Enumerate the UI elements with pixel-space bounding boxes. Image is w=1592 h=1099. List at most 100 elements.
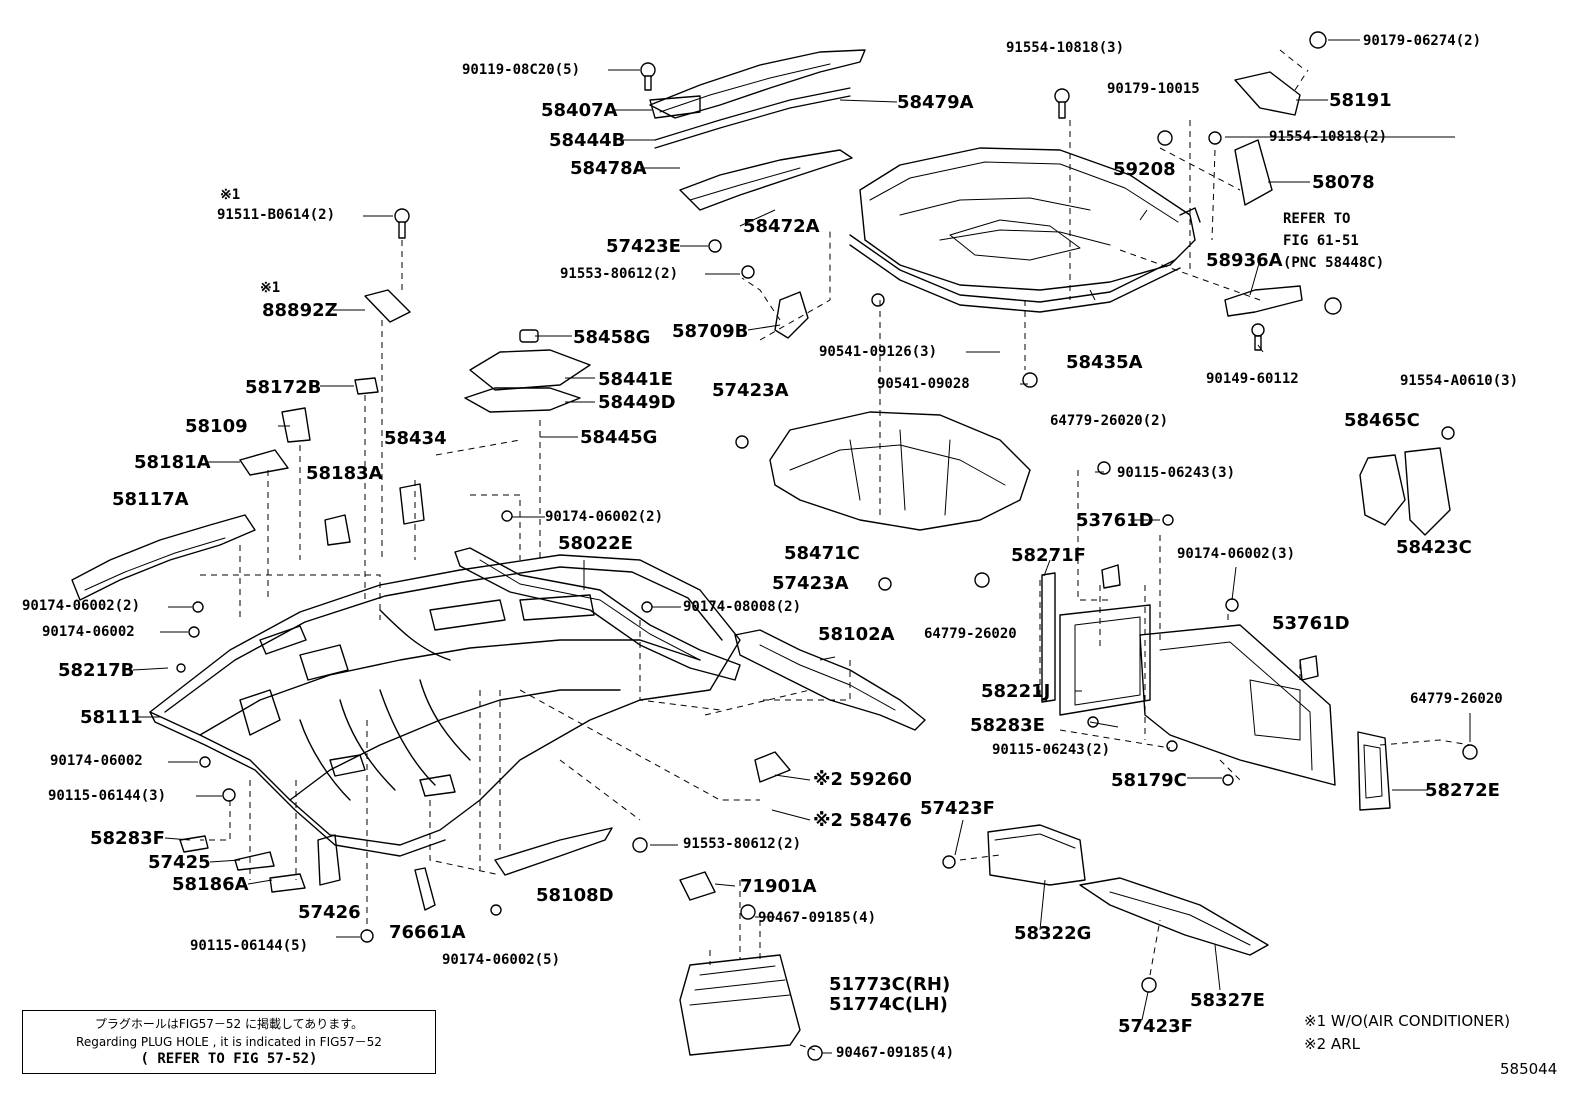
callout-58458g: 58458G: [573, 327, 651, 348]
panel-58327e: [1079, 877, 1269, 956]
callout-58476: ※2 58476: [813, 810, 912, 831]
callout-58172b: 58172B: [245, 377, 322, 398]
callout-90174-06002-3: 90174-06002(3): [1177, 546, 1296, 562]
callout-90115-06243-2: 90115-06243(2): [992, 742, 1111, 758]
rail-58022e: [454, 547, 741, 681]
callout-58221j: 58221J: [981, 681, 1051, 702]
callout-90174-06002-center: 90174-06002(2): [545, 509, 664, 525]
callout-57423a-upper: 57423A: [712, 380, 789, 401]
callout-91554-10818-2: 91554-10818(2): [1269, 129, 1388, 145]
callout-57423f-upper: 57423F: [920, 798, 995, 819]
callout-58283e: 58283E: [970, 715, 1045, 736]
callout-58108d: 58108D: [536, 885, 614, 906]
callout-91553-80612-upper: 91553-80612(2): [560, 266, 679, 282]
callout-58117a: 58117A: [112, 489, 189, 510]
refer-to-fig-61-51: REFER TO FIG 61-51 (PNC 58448C): [1283, 211, 1385, 271]
member-58108d: [494, 827, 613, 876]
callout-58271f: 58271F: [1011, 545, 1086, 566]
callout-91553-80612-lower: 91553-80612(2): [683, 836, 802, 852]
panel-rear: [1139, 624, 1336, 786]
reinforcement-58472a: [679, 149, 853, 211]
callout-90174-06002-5: 90174-06002(5): [442, 952, 561, 968]
callout-57423e: 57423E: [606, 236, 681, 257]
callout-58111: 58111: [80, 707, 143, 728]
callout-64779-26020-left: 64779-26020: [924, 626, 1017, 642]
crossmember-58102a: [734, 629, 926, 731]
callout-53761d-upper: 53761D: [1076, 510, 1154, 531]
reinforcement-58407a: [649, 49, 866, 119]
fuel-tank-59208: [859, 147, 1196, 291]
callout-57423f-lower: 57423F: [1118, 1016, 1193, 1037]
callout-64779-26020-2: 64779-26020(2): [1050, 413, 1169, 429]
callout-58181a: 58181A: [134, 452, 211, 473]
panel-58322g: [987, 824, 1086, 886]
callout-57423a-lower: 57423A: [772, 573, 849, 594]
callout-58472a: 58472A: [743, 216, 820, 237]
panel-58471c: [769, 411, 1031, 531]
callout-58441e: 58441E: [598, 369, 673, 390]
callout-58407a: 58407A: [541, 100, 618, 121]
legend-note-2: ※2 ARL: [1304, 1035, 1360, 1053]
callout-note1-a: ※1: [220, 187, 241, 203]
callout-88892z: 88892Z: [262, 300, 338, 321]
callout-58191: 58191: [1329, 90, 1392, 111]
callout-58478a: 58478A: [570, 158, 647, 179]
callout-58109: 58109: [185, 416, 248, 437]
callout-58179c: 58179C: [1111, 770, 1187, 791]
callout-90467-09185-lower: 90467-09185(4): [836, 1045, 955, 1061]
callout-58327e: 58327E: [1190, 990, 1265, 1011]
callout-58709b: 58709B: [672, 321, 749, 342]
callout-59208: 59208: [1113, 159, 1176, 180]
callout-58186a: 58186A: [172, 874, 249, 895]
callout-59260: ※2 59260: [813, 769, 912, 790]
callout-90541-09028: 90541-09028: [877, 376, 970, 392]
callout-58471c: 58471C: [784, 543, 860, 564]
callout-90179-10015: 90179-10015: [1107, 81, 1200, 97]
callout-58465c: 58465C: [1344, 410, 1420, 431]
plug-note-english: Regarding PLUG HOLE , it is indicated in…: [76, 1035, 382, 1049]
callout-58283f: 58283F: [90, 828, 165, 849]
callout-90174-06002-b: 90174-06002: [42, 624, 135, 640]
callout-58322g: 58322G: [1014, 923, 1092, 944]
callout-58022e: 58022E: [558, 533, 633, 554]
callout-58479a: 58479A: [897, 92, 974, 113]
callout-91554-a0610: 91554-A0610(3): [1400, 373, 1519, 389]
callout-90115-06243-3: 90115-06243(3): [1117, 465, 1236, 481]
callout-71901a: 71901A: [740, 876, 817, 897]
floor-pan-58111: [149, 554, 741, 857]
rocker-51773c: [679, 954, 801, 1056]
callout-90174-06002-left: 90174-06002(2): [22, 598, 141, 614]
callout-58936a: 58936A: [1206, 250, 1283, 271]
callout-58102a: 58102A: [818, 624, 895, 645]
legend-note-1: ※1 W/O(AIR CONDITIONER): [1304, 1012, 1511, 1030]
callout-58183a: 58183A: [306, 463, 383, 484]
bracket-58272e: [1357, 731, 1391, 811]
plug-hole-note-box: プラグホールはFIG57－52 に掲載してあります。 Regarding PLU…: [22, 1010, 436, 1074]
plug-note-japanese: プラグホールはFIG57－52 に掲載してあります。: [94, 1017, 364, 1031]
callout-58423c: 58423C: [1396, 537, 1472, 558]
callout-90174-06002-c: 90174-06002: [50, 753, 143, 769]
callout-90179-06274: 90179-06274(2): [1363, 33, 1482, 49]
rail-58117a: [71, 514, 256, 601]
callout-90115-06144-3: 90115-06144(3): [48, 788, 167, 804]
panel-58221j: [1059, 604, 1151, 716]
tank-band-58435a: [849, 234, 1176, 303]
callout-90115-06144-5: 90115-06144(5): [190, 938, 309, 954]
callout-90541-09126: 90541-09126(3): [819, 344, 938, 360]
callout-58435a: 58435A: [1066, 352, 1143, 373]
plug-note-refer: ( REFER TO FIG 57-52): [140, 1051, 318, 1067]
callout-51773c: 51773C(RH): [829, 974, 951, 995]
callout-58449d: 58449D: [598, 392, 676, 413]
callout-57425: 57425: [148, 852, 211, 873]
callout-90119-08c20: 90119-08C20(5): [462, 62, 581, 78]
callout-90467-09185-upper: 90467-09185(4): [758, 910, 877, 926]
callout-58445g: 58445G: [580, 427, 658, 448]
callout-91511-b0614: 91511-B0614(2): [217, 207, 336, 223]
callout-57426: 57426: [298, 902, 361, 923]
callout-58444b: 58444B: [549, 130, 626, 151]
callout-64779-26020-right: 64779-26020: [1410, 691, 1503, 707]
callout-58217b: 58217B: [58, 660, 135, 681]
figure-code: 585044: [1500, 1060, 1558, 1078]
